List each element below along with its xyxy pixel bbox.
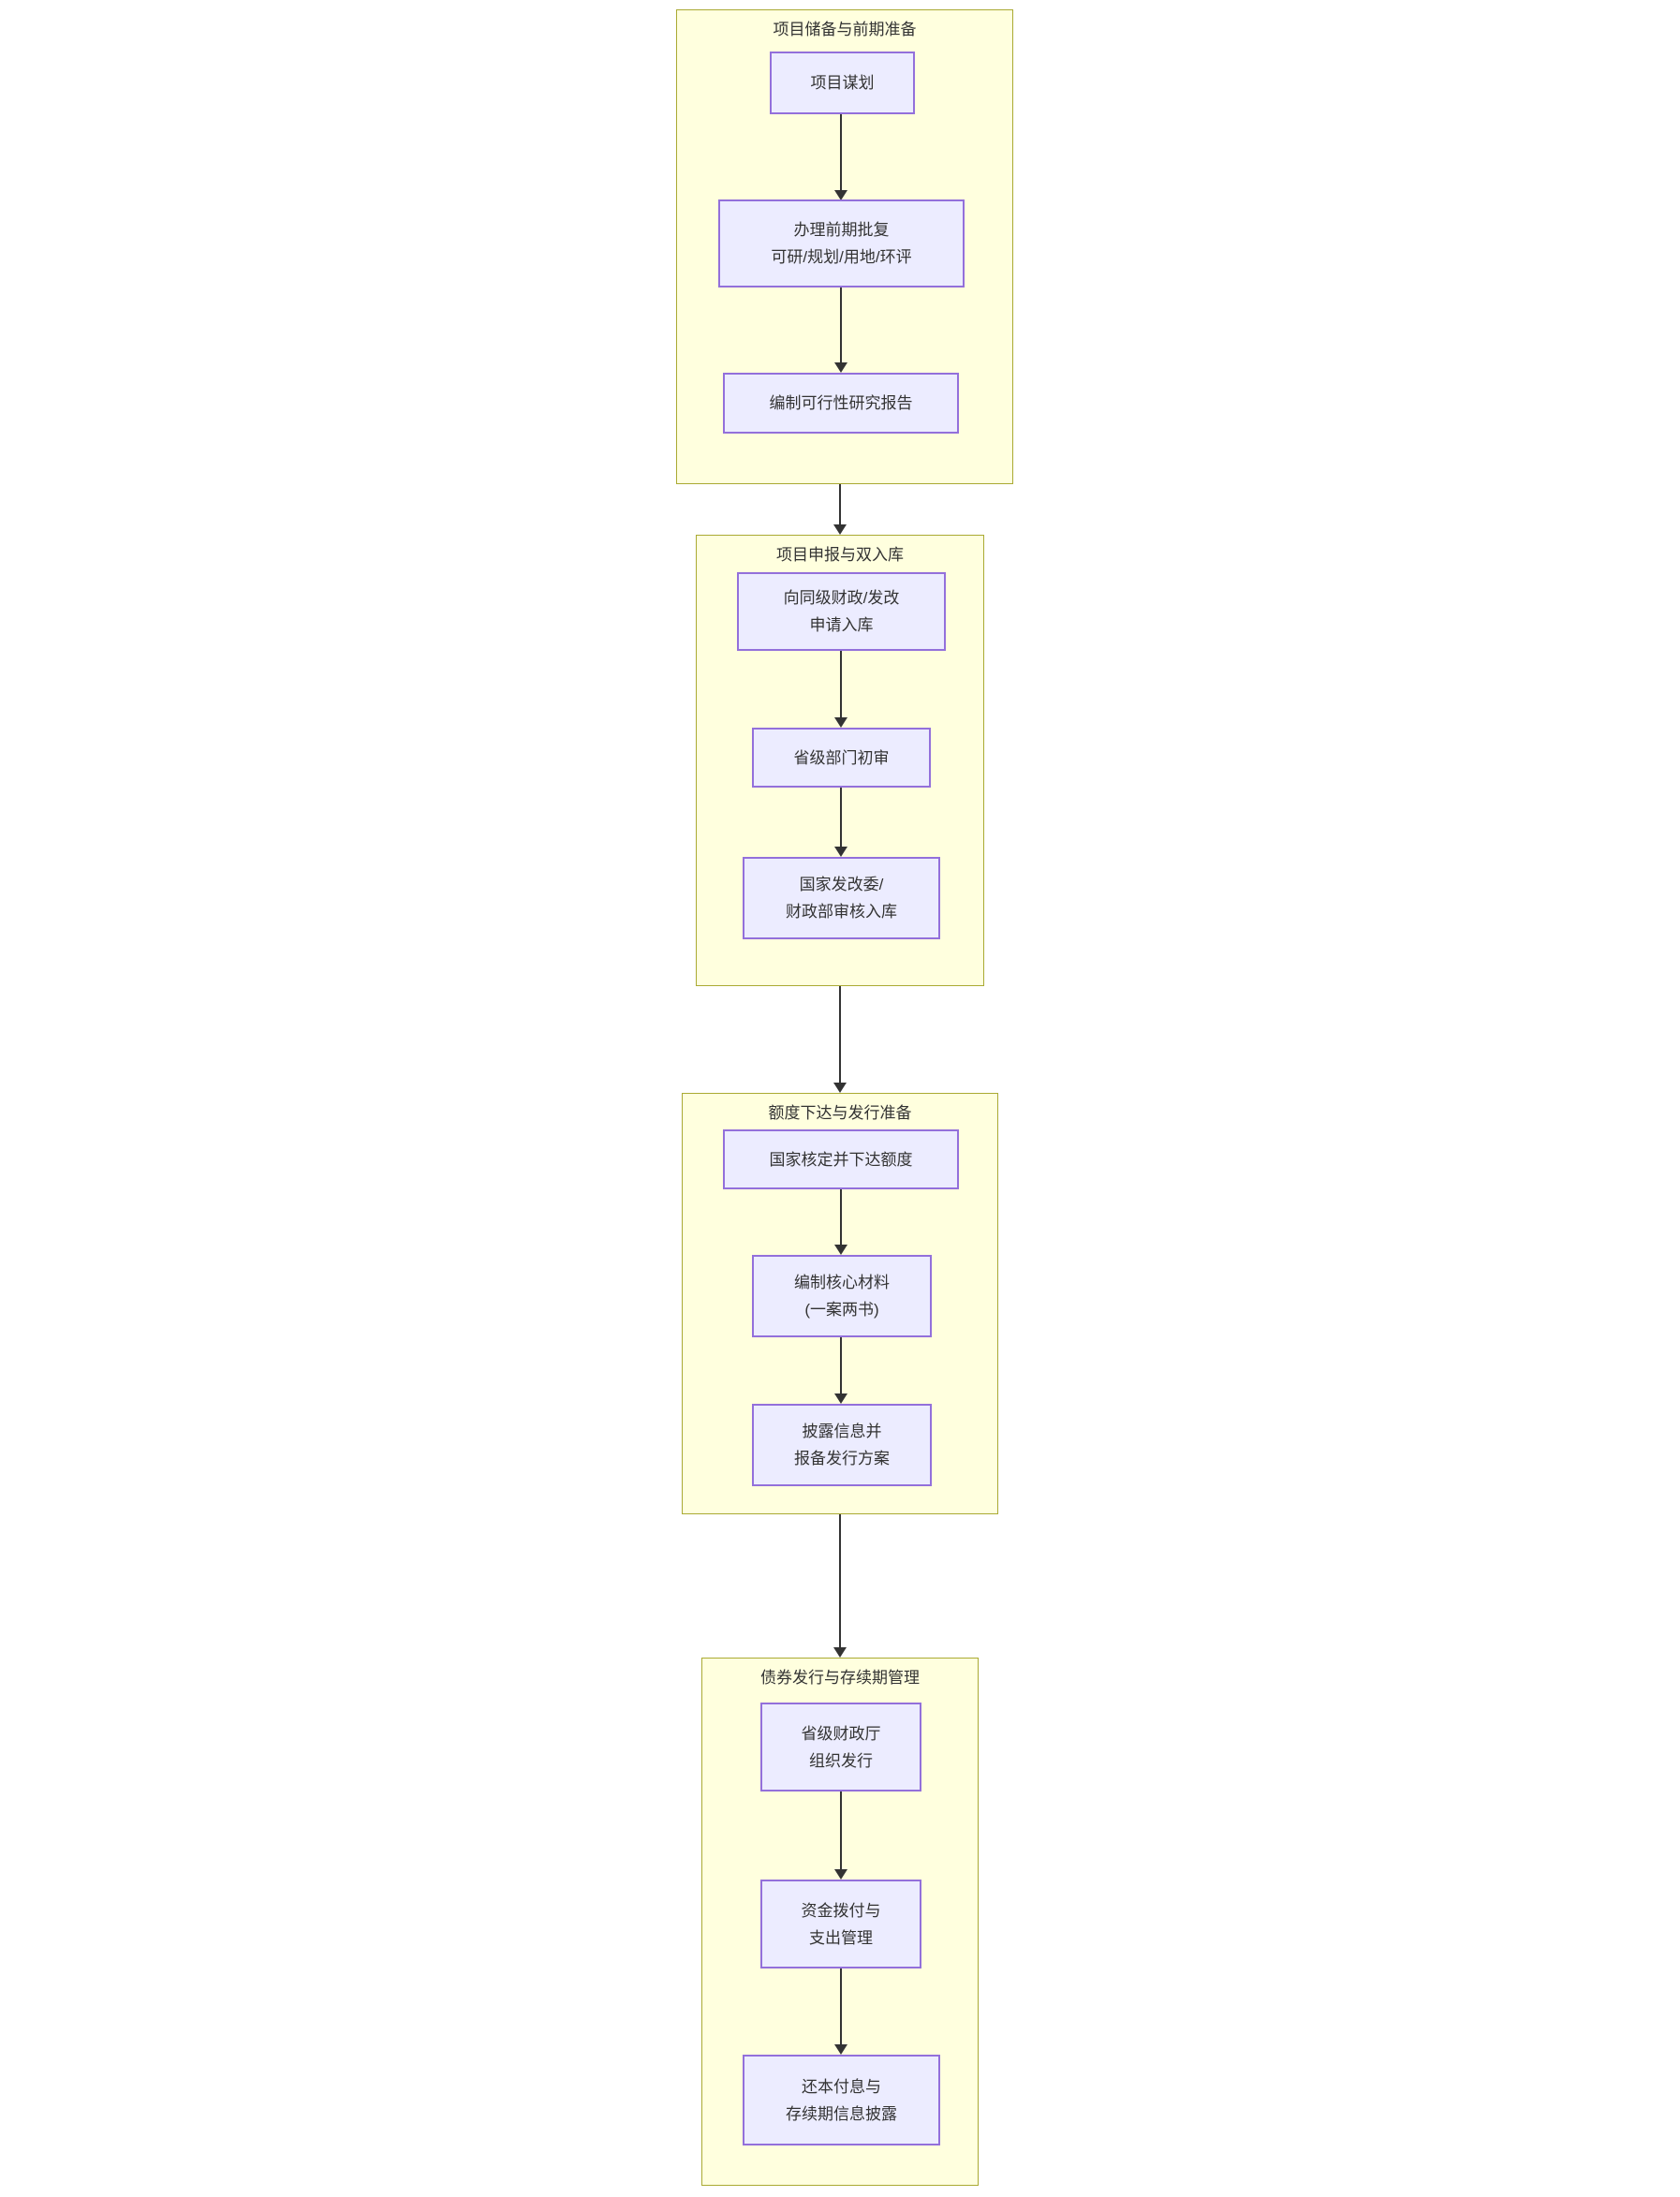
flow-node-s2b3: 国家发改委/ 财政部审核入库 [743,857,940,939]
arrow-head-icon [834,1869,847,1880]
arrow-shaft [840,651,842,717]
arrow-shaft [839,1514,841,1647]
arrow-down [834,288,847,373]
arrow-shaft [840,1337,842,1393]
arrow-shaft [840,1792,842,1869]
section-title: 项目申报与双入库 [776,546,904,564]
arrow-down [834,1792,847,1880]
flow-node-s4b2: 资金拨付与 支出管理 [760,1880,921,1968]
section-project-application: 项目申报与双入库 向同级财政/发改 申请入库 省级部门初审 国家发改委/ 财政部… [696,535,984,986]
arrow-head-icon [834,717,847,728]
arrow-head-icon [833,1083,847,1093]
arrow-head-icon [833,1647,847,1658]
arrow-head-icon [834,190,847,200]
arrow-down [834,651,847,728]
arrow-shaft [839,986,841,1083]
flow-node-s3b1: 国家核定并下达额度 [723,1129,959,1189]
arrow-down [833,986,847,1093]
flow-node-s1b2: 办理前期批复 可研/规划/用地/环评 [718,199,965,288]
arrow-down [834,1337,847,1404]
arrow-shaft [840,114,842,190]
arrow-shaft [840,288,842,362]
section-bond-issuance-management: 债券发行与存续期管理 省级财政厅 组织发行 资金拨付与 支出管理 还本付息与 存… [701,1658,979,2186]
flow-node-s1b3: 编制可行性研究报告 [723,373,959,434]
arrow-down [833,484,847,535]
arrow-shaft [840,1189,842,1245]
arrow-down [834,114,847,200]
arrow-head-icon [834,1393,847,1404]
flow-node-s4b3: 还本付息与 存续期信息披露 [743,2055,940,2145]
arrow-down [833,1514,847,1658]
section-title: 额度下达与发行准备 [768,1104,912,1122]
flow-node-s1b1: 项目谋划 [770,52,915,114]
arrow-head-icon [833,524,847,535]
arrow-head-icon [834,1245,847,1255]
arrow-head-icon [834,362,847,373]
section-title: 债券发行与存续期管理 [760,1669,920,1687]
arrow-shaft [839,484,841,524]
arrow-down [834,788,847,857]
flow-node-s4b1: 省级财政厅 组织发行 [760,1703,921,1792]
section-quota-issuance-prep: 额度下达与发行准备 国家核定并下达额度 编制核心材料 (一案两书) 披露信息并 … [682,1093,998,1514]
arrow-shaft [840,788,842,847]
arrow-head-icon [834,847,847,857]
flow-node-s3b2: 编制核心材料 (一案两书) [752,1255,932,1337]
arrow-head-icon [834,2044,847,2055]
flow-node-s2b1: 向同级财政/发改 申请入库 [737,572,946,651]
arrow-down [834,1189,847,1255]
section-title: 项目储备与前期准备 [773,21,917,38]
section-project-preparation: 项目储备与前期准备 项目谋划 办理前期批复 可研/规划/用地/环评 编制可行性研… [676,9,1013,484]
flow-node-s2b2: 省级部门初审 [752,728,931,788]
flow-node-s3b3: 披露信息并 报备发行方案 [752,1404,932,1486]
arrow-down [834,1968,847,2055]
arrow-shaft [840,1968,842,2044]
